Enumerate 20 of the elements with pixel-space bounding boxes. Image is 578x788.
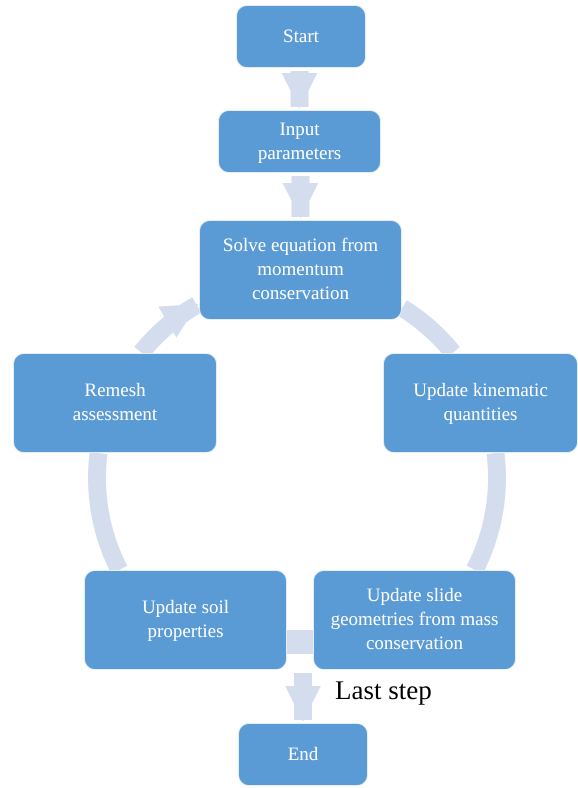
- process-box: [383, 353, 578, 453]
- block-arrow: [282, 176, 318, 219]
- process-box: [199, 220, 402, 320]
- connector-band: [287, 630, 313, 654]
- step-label: Update kinematic quantities: [412, 379, 549, 427]
- step-label: Solve equation from momentum conservation: [222, 234, 379, 306]
- process-box: [13, 353, 217, 453]
- step-label: Update slide geometries from mass conservation: [330, 584, 499, 656]
- process-box: [84, 570, 287, 670]
- step-label: Update soil properties: [140, 596, 230, 644]
- step-label: Remesh assessment: [72, 379, 158, 427]
- block-arrow: [282, 71, 318, 109]
- process-box: [218, 110, 381, 173]
- process-box: [236, 5, 366, 68]
- block-arrow: [285, 673, 321, 722]
- step-label: Start: [283, 24, 319, 48]
- step-label: End: [288, 742, 318, 766]
- process-box: [313, 570, 516, 670]
- process-box: [238, 723, 368, 786]
- step-label: Input parameters: [256, 118, 342, 166]
